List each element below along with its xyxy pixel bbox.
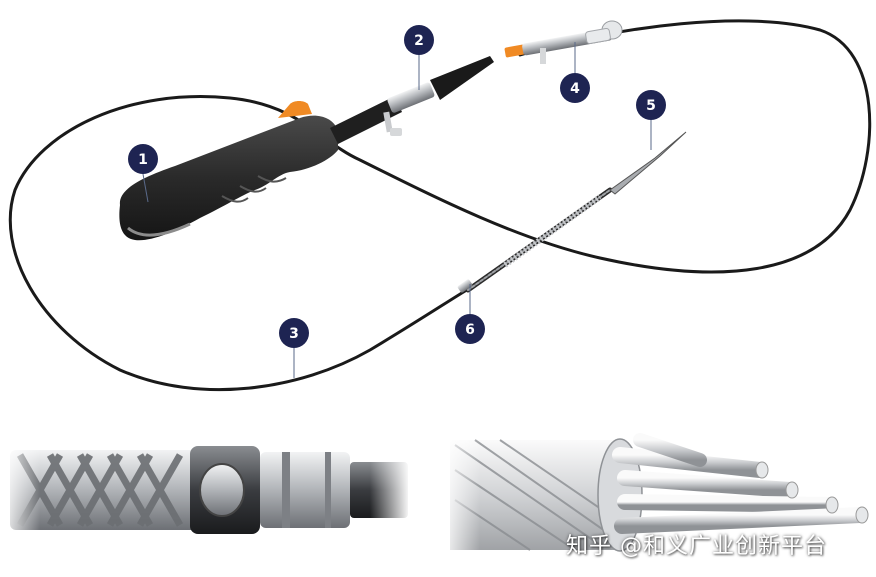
leader-lines	[142, 42, 652, 378]
callout-4-label: 4	[570, 81, 580, 97]
callout-1-label: 1	[138, 152, 148, 168]
callout-4: 4	[560, 73, 590, 103]
coil-segment	[503, 194, 602, 268]
callout-5-label: 5	[646, 98, 656, 114]
catheter-handle	[119, 56, 494, 241]
callout-6: 6	[455, 314, 485, 344]
cable-strand-detail	[440, 430, 876, 570]
callout-2: 2	[404, 25, 434, 55]
callout-5: 5	[636, 90, 666, 120]
callout-3-label: 3	[289, 326, 299, 342]
connector-valve	[504, 20, 623, 64]
cable-wires	[612, 433, 869, 534]
callout-3: 3	[279, 318, 309, 348]
callout-6-label: 6	[465, 322, 475, 338]
braided-stent-detail	[0, 440, 410, 565]
distal-tip	[609, 131, 687, 195]
watermark: 知乎 @和义广业创新平台	[566, 534, 827, 559]
distal-shaft	[457, 131, 687, 293]
callout-1: 1	[128, 144, 158, 174]
callout-2-label: 2	[414, 33, 424, 49]
orange-slider	[278, 101, 312, 118]
guidewire-loop	[8, 19, 872, 392]
